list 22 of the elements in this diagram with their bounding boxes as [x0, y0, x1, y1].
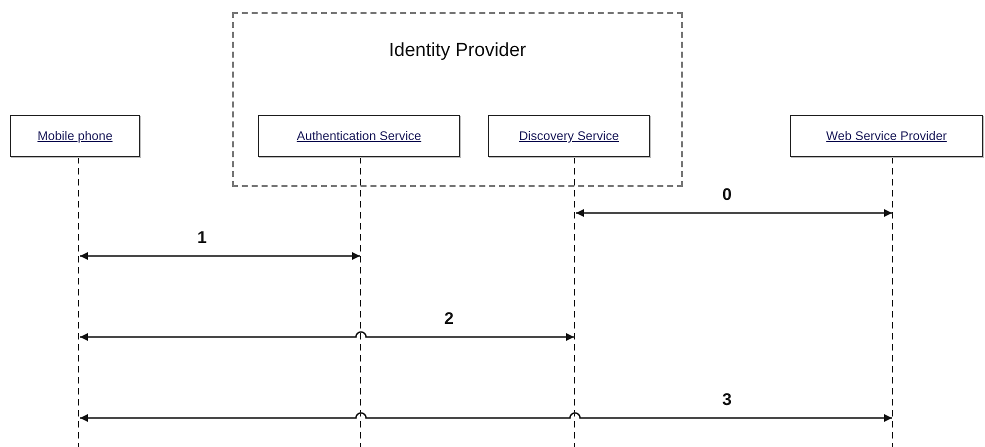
edge-label: 0 [722, 185, 732, 205]
lifeline [574, 157, 576, 447]
participant-box [258, 115, 460, 157]
lifeline [78, 157, 80, 447]
participant-name: Mobile phone [37, 129, 113, 143]
group-title: Identity Provider [388, 40, 528, 62]
edge-label: 3 [722, 390, 732, 410]
participant-box [790, 115, 983, 157]
group-frame [232, 12, 683, 187]
lifeline [360, 157, 362, 447]
participant-name: Discovery Service [518, 129, 620, 143]
message-arrow [80, 412, 892, 422]
edge-label: 1 [197, 228, 207, 248]
lifeline [892, 157, 894, 447]
participant-box [488, 115, 650, 157]
edge-label: 2 [444, 309, 454, 329]
participant-name: Authentication Service [296, 129, 422, 143]
participant-name: Web Service Provider [826, 129, 947, 143]
message-arrow [80, 331, 574, 341]
participant-box [10, 115, 140, 157]
message-arrow [80, 252, 360, 260]
message-arrow [576, 209, 892, 217]
